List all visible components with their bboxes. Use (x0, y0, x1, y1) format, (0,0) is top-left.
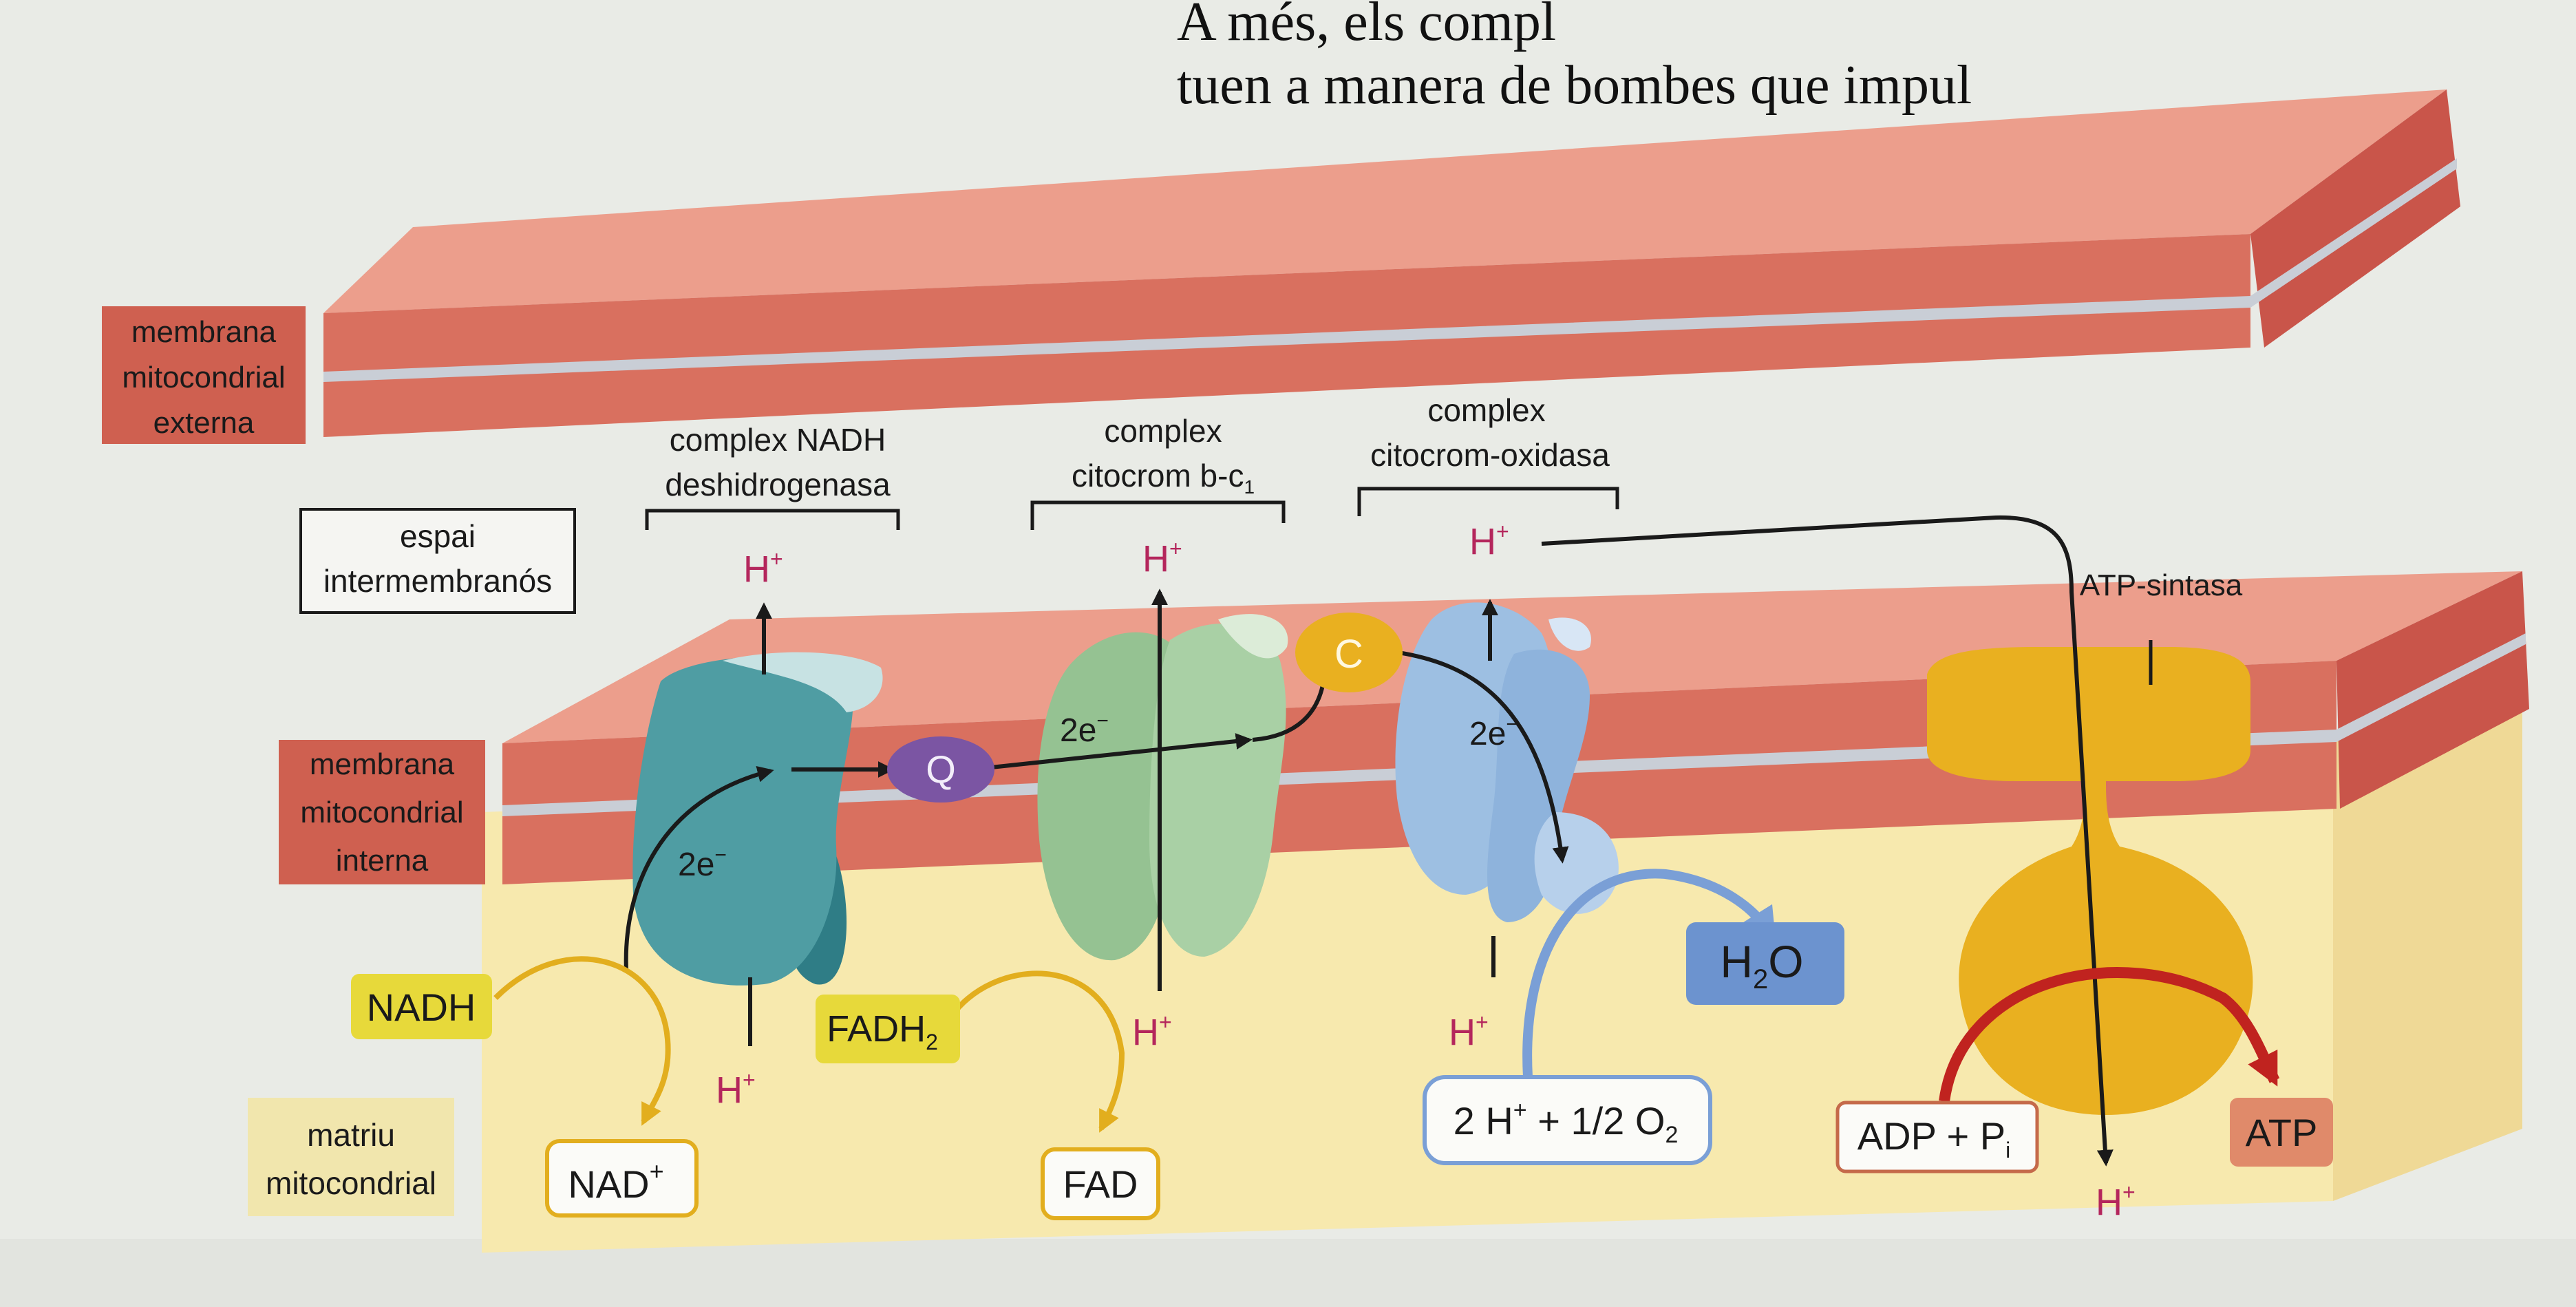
label-inner-membrane-line-3: interna (336, 844, 429, 878)
proton-atp-synthase: H+ (2096, 1180, 2136, 1223)
label-matrix-line-1: matriu (307, 1117, 395, 1153)
label-inner-membrane-line-1: membrana (310, 747, 455, 781)
book-text-line-1: A més, els compl (1177, 0, 1556, 52)
nadh-box: NADH (351, 974, 492, 1039)
ubiquinone-q: Q (887, 736, 994, 803)
proton-matrix-complex3: H+ (1132, 1010, 1172, 1053)
cytochrome-c: C (1295, 613, 1403, 692)
adp-box: ADP + Pi (1835, 1101, 2039, 1173)
label-outer-membrane-line-3: externa (153, 406, 255, 440)
label-matrix: matriu mitocondrial (248, 1098, 454, 1216)
oxygen-box: 2 H+ + 1/2 O2 (1423, 1075, 1712, 1165)
complex4-title-line-1: complex (1427, 392, 1545, 428)
q-label: Q (926, 747, 956, 791)
adp-label: ADP + Pi (1858, 1114, 2010, 1162)
water-label: H2O (1720, 936, 1803, 995)
book-text-line-2: tuen a manera de bombes que impul (1177, 55, 1972, 116)
fadh2-label: FADH2 (827, 1008, 938, 1054)
outer-membrane (323, 89, 2460, 437)
complex3-title-line-2: citocrom b-c1 (1072, 458, 1255, 498)
label-intermembrane-space: espai intermembranós (299, 508, 576, 614)
label-intermembrane-line-1: espai (400, 518, 476, 554)
proton-matrix-complex1: H+ (716, 1067, 756, 1111)
water-box: H2O (1686, 922, 1844, 1005)
proton-ims-complex3: H+ (1142, 536, 1182, 580)
complex3-subscript: 1 (1244, 476, 1255, 498)
proton-matrix-complex4: H+ (1449, 1010, 1489, 1053)
complex3-title-line-1: complex (1104, 413, 1222, 449)
label-outer-membrane: membrana mitocondrial externa (102, 306, 306, 444)
proton-ims-complex1: H+ (743, 546, 783, 590)
fad-box: FAD (1041, 1147, 1160, 1220)
nadh-label: NADH (367, 986, 476, 1029)
label-matrix-line-2: mitocondrial (266, 1165, 436, 1201)
complex-nadh-dehydrogenase (632, 652, 883, 986)
fadh2-box: FADH2 (816, 995, 960, 1063)
complex4-title-line-2: citocrom-oxidasa (1370, 437, 1610, 473)
label-inner-membrane-line-2: mitocondrial (300, 796, 463, 829)
label-outer-membrane-line-1: membrana (131, 315, 277, 349)
complex3-name: citocrom b-c (1072, 458, 1244, 493)
electrons-complex4: 2e− (1469, 713, 1518, 752)
complex-cytochrome-bc1 (1037, 614, 1288, 961)
atp-box: ATP (2230, 1098, 2333, 1167)
nad-label: NAD+ (568, 1157, 663, 1206)
reaction-arrows (493, 869, 2280, 1133)
complex1-title-line-1: complex NADH (670, 422, 886, 458)
label-outer-membrane-line-2: mitocondrial (122, 361, 285, 394)
proton-pumps (748, 515, 2114, 1167)
electrons-complex3: 2e− (1060, 710, 1109, 749)
label-inner-membrane: membrana mitocondrial interna (279, 740, 485, 884)
proton-ims-complex4: H+ (1469, 519, 1509, 562)
complex-brackets (645, 487, 2153, 685)
nad-box: NAD+ (545, 1139, 699, 1218)
label-intermembrane-line-2: intermembranós (323, 563, 552, 599)
complex1-title-line-2: deshidrogenasa (665, 467, 891, 502)
c-label: C (1334, 632, 1363, 677)
atp-label: ATP (2246, 1111, 2318, 1154)
electrons-complex1: 2e− (678, 844, 727, 883)
fad-label: FAD (1063, 1162, 1138, 1206)
atp-synthase-label: ATP-sintasa (2080, 569, 2243, 602)
oxygen-label: 2 H+ + 1/2 O2 (1454, 1097, 1679, 1148)
